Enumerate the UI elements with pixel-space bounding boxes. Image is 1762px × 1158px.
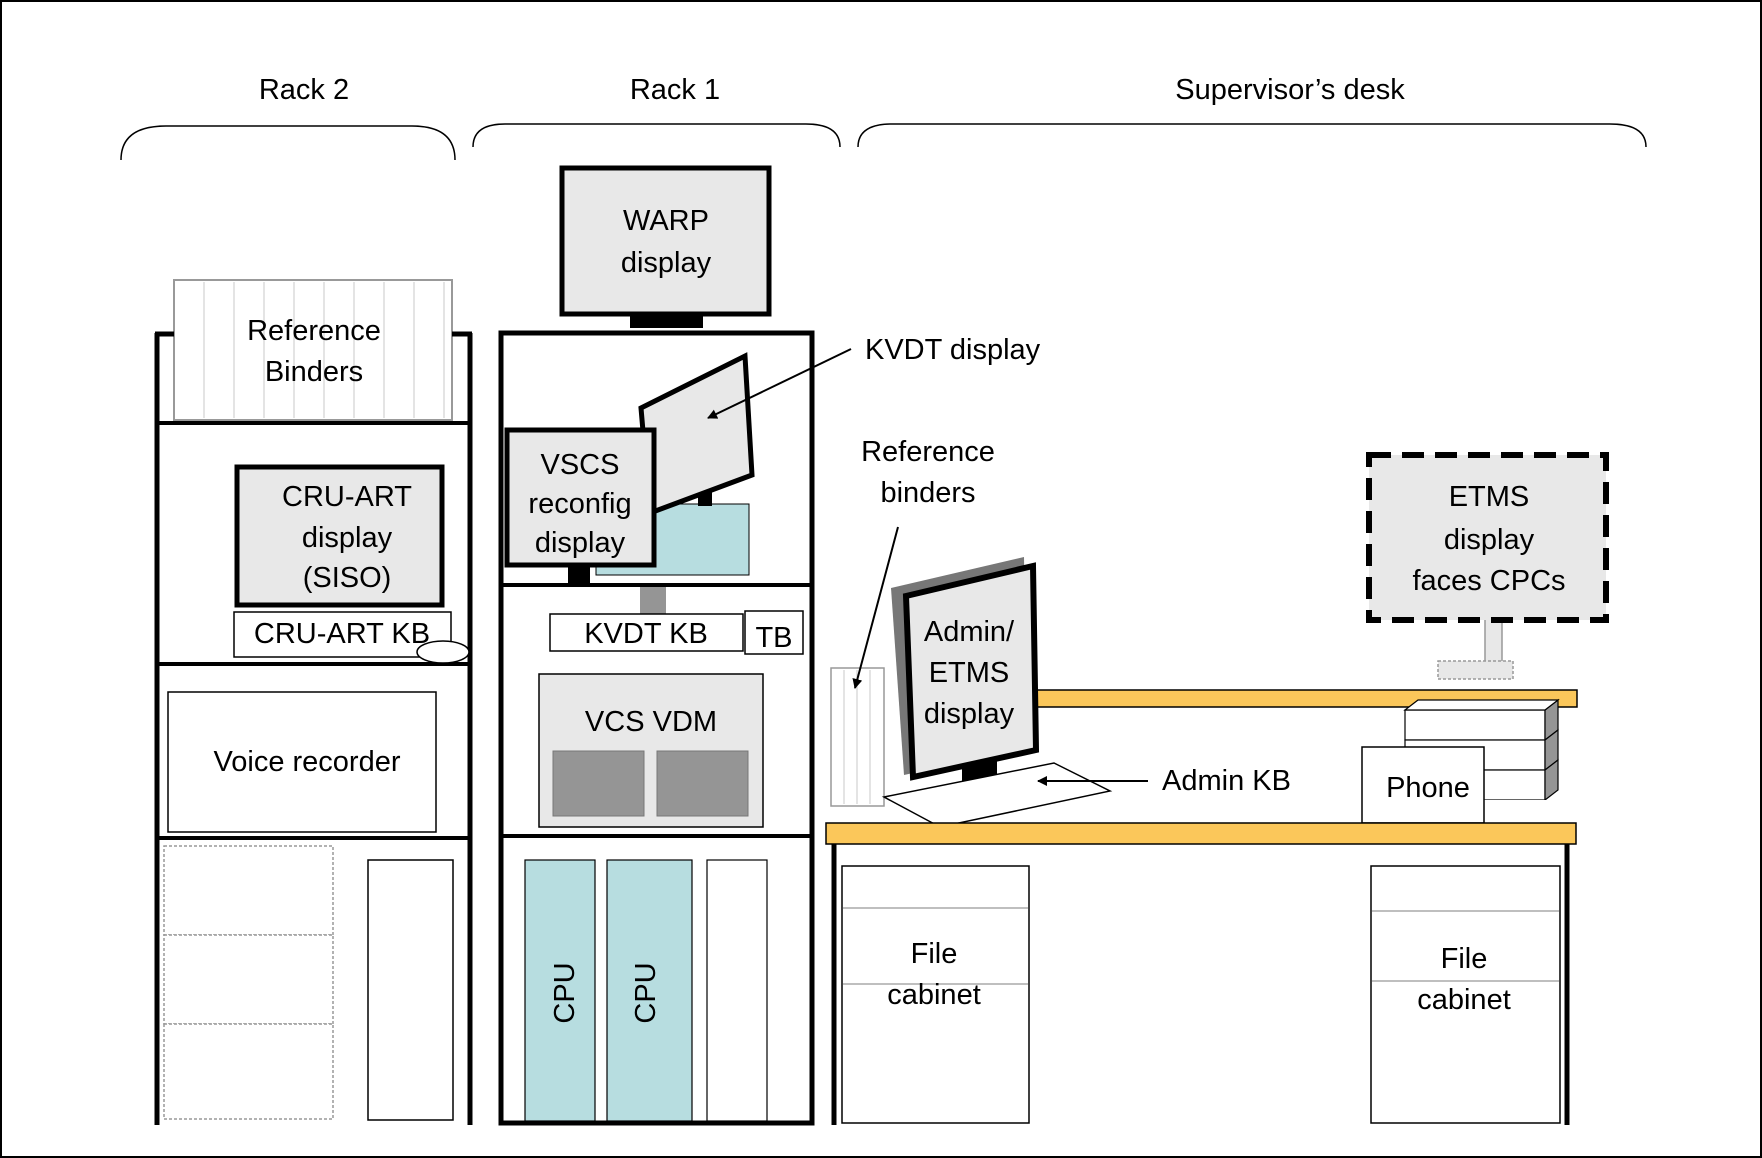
rack2-binders-label-line1: Reference <box>247 315 381 347</box>
admin-keyboard: Admin KB <box>881 762 1291 828</box>
cpu2-label: CPU <box>630 962 662 1023</box>
cpu1-label: CPU <box>549 962 581 1023</box>
admin-display-line2: ETMS <box>929 657 1010 689</box>
admin-display-line3: display <box>924 698 1015 730</box>
vscs-display-line3: display <box>535 527 626 559</box>
admin-kb-label: Admin KB <box>1162 765 1291 797</box>
desk-binders-arrow <box>852 526 899 689</box>
supervisor-desk: Reference binders ETMS display faces CPC… <box>825 436 1609 1125</box>
cru-art-kb-label: CRU-ART KB <box>254 618 430 650</box>
cpu-unit-2: CPU <box>606 859 693 1122</box>
file-cabinet-right: File cabinet <box>1370 865 1561 1124</box>
warp-display: WARP display <box>559 165 772 328</box>
file-cabinet-left-line1: File <box>911 938 958 970</box>
file-cabinet-right-line1: File <box>1441 943 1488 975</box>
vcs-vdm-label: VCS VDM <box>585 706 717 738</box>
etms-display-line3: faces CPCs <box>1412 565 1565 597</box>
vdm-screen-right <box>656 750 749 817</box>
desk-reference-binders: Reference binders <box>830 436 995 807</box>
desk-surface <box>825 822 1577 845</box>
desk-binders-label-line2: binders <box>880 477 975 509</box>
brace-rack1 <box>472 123 841 148</box>
cru-art-display-line3: (SISO) <box>303 562 392 594</box>
vscs-display-line1: VSCS <box>541 449 620 481</box>
kvdt-display-label: KVDT display <box>865 334 1041 366</box>
vscs-display-line2: reconfig <box>528 488 631 520</box>
rack2-reference-binders: Reference Binders <box>173 279 453 421</box>
vcs-vdm: VCS VDM <box>538 673 764 828</box>
rack2-cabinet-panel <box>367 859 454 1121</box>
rack2-drawers <box>163 845 334 1120</box>
kvdt-kb-label: KVDT KB <box>584 618 708 650</box>
kvdt-display-arrow <box>707 348 852 419</box>
brace-desk <box>857 123 1647 148</box>
rack2-binders-label-line2: Binders <box>265 356 363 388</box>
voice-recorder: Voice recorder <box>167 691 437 833</box>
etms-display-line1: ETMS <box>1449 481 1530 513</box>
rack1: WARP display VSCS reconfig display KVDT … <box>498 165 1041 1126</box>
cru-art-keyboard: CRU-ART KB <box>233 611 470 664</box>
admin-etms-display: Admin/ ETMS display <box>891 557 1040 785</box>
cru-art-display-line1: CRU-ART <box>282 481 412 513</box>
cru-art-display-line2: display <box>302 522 393 554</box>
phone-label: Phone <box>1386 772 1470 804</box>
admin-display-line1: Admin/ <box>924 616 1015 648</box>
warp-display-line2: display <box>621 247 712 279</box>
cpu-unit-1: CPU <box>524 859 596 1122</box>
vdm-screen-left <box>552 750 645 817</box>
rack2: Reference Binders CRU-ART display (SISO)… <box>154 279 473 1125</box>
desk-binders-label-line1: Reference <box>861 436 995 468</box>
file-cabinet-left: File cabinet <box>841 865 1030 1124</box>
etms-display: ETMS display faces CPCs <box>1366 452 1609 623</box>
etms-display-line2: display <box>1444 524 1535 556</box>
section-label-rack1: Rack 1 <box>630 74 720 106</box>
cru-art-display: CRU-ART display (SISO) <box>234 464 445 608</box>
file-cabinet-left-line2: cabinet <box>887 979 981 1011</box>
kvdt-keyboard: KVDT KB <box>549 613 744 652</box>
tb-label: TB <box>755 622 792 654</box>
section-label-desk: Supervisor’s desk <box>1175 74 1405 106</box>
brace-rack2 <box>120 125 456 161</box>
vscs-reconfig-display: VSCS reconfig display <box>504 427 657 585</box>
rack1-blank-panel <box>706 859 768 1122</box>
section-label-rack2: Rack 2 <box>259 74 349 106</box>
phone: Phone <box>1361 746 1485 824</box>
voice-recorder-label: Voice recorder <box>214 746 401 778</box>
warp-display-line1: WARP <box>623 205 709 237</box>
mouse-shape <box>416 640 470 664</box>
trackball: TB <box>744 610 804 655</box>
file-cabinet-right-line2: cabinet <box>1417 984 1511 1016</box>
